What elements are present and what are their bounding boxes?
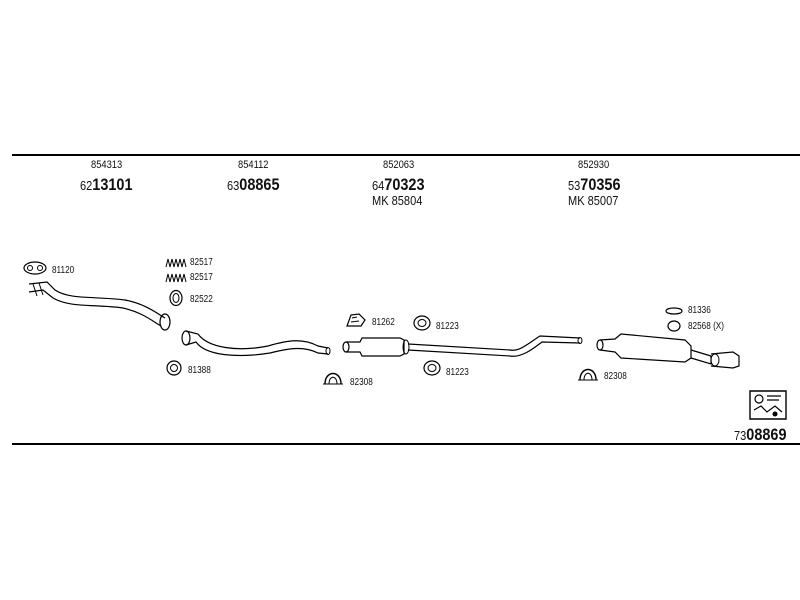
rubber-ring-icon-1 [412, 314, 432, 332]
middle-silencer [340, 330, 590, 360]
group-3-code: 6470323 [372, 175, 425, 194]
front-downpipe [25, 278, 175, 333]
rear-silencer [595, 328, 745, 370]
bracket-icon [345, 312, 367, 328]
part-81223-label-2: 81223 [446, 367, 469, 378]
group-4-ref: 852930 [578, 159, 610, 171]
group-3-ref: 852063 [383, 159, 415, 171]
spring-icon-2 [165, 273, 187, 283]
sealing-ring-icon [168, 289, 184, 307]
ring-icon-x [666, 319, 682, 333]
part-82308-label-1: 82308 [350, 377, 373, 388]
rubber-ring-icon-2 [422, 359, 442, 377]
part-81120-label: 81120 [52, 265, 75, 276]
top-rule [12, 154, 800, 156]
mounting-kit-icon [749, 390, 787, 420]
part-81336-label: 81336 [688, 305, 711, 316]
part-82568-label: 82568 (X) [688, 321, 725, 332]
pipe-clamp-icon-1 [322, 366, 344, 386]
part-81223-label-1: 81223 [436, 321, 459, 332]
group-4-mk: MK 85007 [568, 193, 619, 208]
part-82308-label-2: 82308 [604, 371, 627, 382]
intermediate-pipe [178, 328, 333, 358]
part-82517-label-2: 82517 [190, 272, 213, 283]
group-1-ref: 854313 [91, 159, 123, 171]
kit-code: 7308869 [734, 425, 787, 444]
group-2-code: 6308865 [227, 175, 280, 194]
part-82522-label: 82522 [190, 294, 213, 305]
group-3-mk: MK 85804 [372, 193, 423, 208]
part-82517-label-1: 82517 [190, 257, 213, 268]
pipe-clamp-icon-2 [577, 362, 599, 382]
spring-icon-1 [165, 258, 187, 268]
group-1-code: 6213101 [80, 175, 133, 194]
part-81388-label: 81388 [188, 365, 211, 376]
mounting-ring-icon [165, 359, 183, 377]
group-4-code: 5370356 [568, 175, 621, 194]
group-2-ref: 854112 [238, 159, 269, 171]
holder-icon [664, 306, 684, 316]
bottom-rule [12, 443, 800, 445]
part-81262-label: 81262 [372, 317, 395, 328]
gasket-icon [22, 260, 48, 276]
